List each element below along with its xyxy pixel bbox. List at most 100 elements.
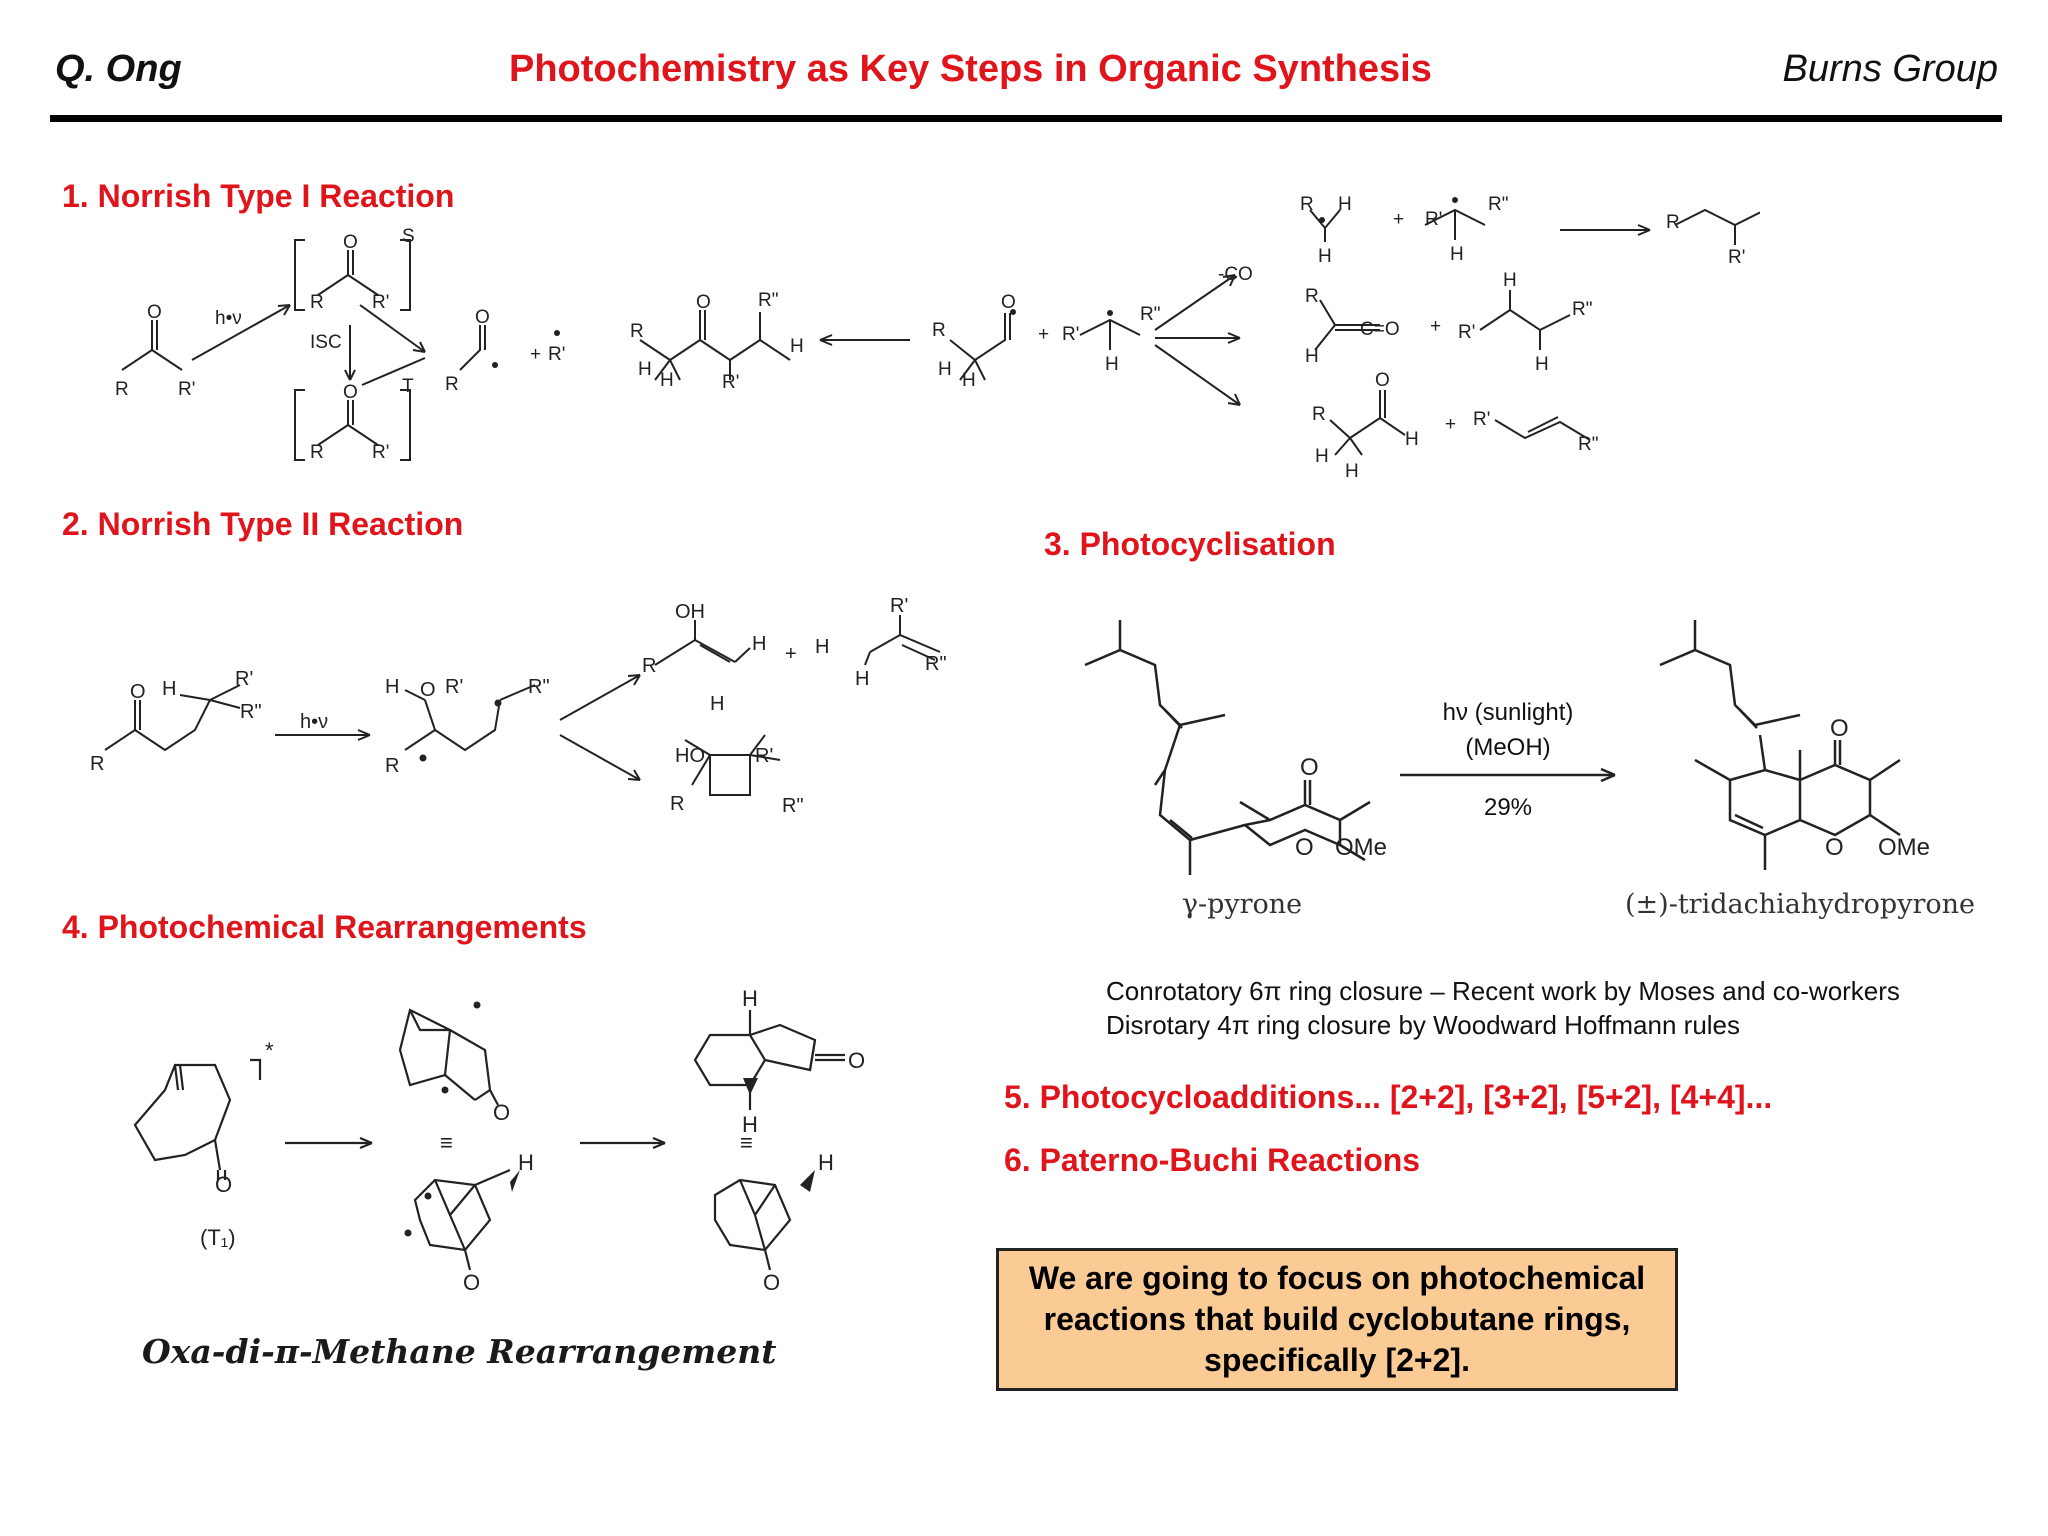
note-disrotary: Disrotary 4π ring closure by Woodward Ho…: [1106, 1010, 1741, 1040]
label-hv: h•ν: [300, 711, 328, 733]
oxa-di-pi-methane-caption: Oxa-di-π-Methane Rearrangement: [142, 1332, 777, 1371]
label-s1: S: [402, 226, 415, 247]
section-rearrangements-heading: 4. Photochemical Rearrangements: [62, 909, 587, 945]
label-o: O: [763, 1270, 780, 1295]
label-o: O: [147, 302, 162, 323]
label-o: O: [493, 1100, 510, 1125]
label-o: O: [475, 307, 490, 328]
label-isc: ISC: [310, 332, 342, 353]
label-h: H: [1318, 246, 1332, 267]
photocyclisation-scheme: O O OMe O O OMe hν (sunlight) (MeOH) 29%…: [1084, 620, 1975, 920]
oxa-di-pi-methane-scheme: O * (T₁) O ≡ H O H O H ≡ H O: [133, 986, 865, 1295]
label-ome: OMe: [1335, 834, 1387, 861]
slide-header: Q. Ong Photochemistry as Key Steps in Or…: [0, 0, 2048, 125]
label-r: R: [310, 292, 324, 313]
label-h: H: [815, 636, 829, 658]
label-h: H: [1450, 244, 1464, 265]
label-plus: +: [1445, 414, 1456, 435]
equivalent-sign: ≡: [440, 1130, 453, 1155]
norrish-type-1-scheme: R R' O h•ν O R R' S ISC O R R' T R O + R…: [115, 194, 1760, 482]
label-h: H: [1503, 270, 1517, 291]
author-name: Q. Ong: [55, 48, 182, 90]
label-ho: HO: [675, 745, 705, 767]
label-r1: R': [445, 676, 463, 698]
conditions-line-2: (MeOH): [1465, 734, 1550, 761]
label-h: H: [1305, 346, 1319, 367]
label-ome: OMe: [1878, 834, 1930, 861]
label-r: R: [1312, 404, 1326, 425]
t1-label: (T₁): [200, 1225, 236, 1250]
label-r1: R': [372, 292, 389, 313]
label-h: H: [162, 678, 176, 700]
label-r1: R': [1062, 324, 1079, 345]
label-r: R: [642, 655, 656, 677]
label-r: R: [1300, 194, 1314, 215]
label-o: O: [1825, 834, 1844, 861]
tridachiahydropyrone-label: (±)-tridachiahydropyrone: [1625, 889, 1975, 920]
label-h: H: [790, 336, 804, 357]
label-r2: R": [1140, 304, 1160, 325]
label-h: H: [1338, 194, 1352, 215]
label-oh: OH: [675, 601, 705, 623]
reaction-yield: 29%: [1484, 794, 1532, 821]
label-t1: T: [402, 376, 414, 397]
label-o: O: [463, 1270, 480, 1295]
label-r: R: [932, 320, 946, 341]
gamma-pyrone-label: γ-pyrone: [1182, 889, 1302, 920]
label-r1: R': [178, 379, 195, 400]
label-r1: R': [1473, 409, 1490, 430]
label-r1: R': [372, 442, 389, 463]
label-r2: R": [782, 795, 804, 817]
label-r: R: [115, 379, 129, 400]
section-norrish-1-heading: 1. Norrish Type I Reaction: [62, 178, 455, 214]
focus-callout-text: We are going to focus on photochemical r…: [1028, 1260, 1646, 1378]
label-h: H: [1535, 354, 1549, 375]
label-r: R: [670, 793, 684, 815]
focus-callout-box: We are going to focus on photochemical r…: [996, 1248, 1678, 1391]
conditions-line-1: hν (sunlight): [1443, 699, 1574, 726]
label-o: O: [130, 681, 146, 703]
t1-star: *: [265, 1038, 274, 1063]
equivalent-sign: ≡: [740, 1130, 753, 1155]
label-c-eq-o: C=O: [1360, 319, 1400, 340]
label-r: R: [385, 755, 399, 777]
label-o: O: [343, 232, 358, 253]
label-r1: R': [1425, 209, 1442, 230]
label-r2: R": [1488, 194, 1508, 215]
section-norrish-2-heading: 2. Norrish Type II Reaction: [62, 506, 464, 542]
group-name: Burns Group: [1782, 48, 1998, 90]
label-h: H: [1105, 354, 1119, 375]
label-o: O: [343, 382, 358, 403]
label-h: H: [752, 633, 766, 655]
header-rule: [50, 115, 2002, 122]
label-r: R: [1305, 286, 1319, 307]
label-h: H: [1315, 446, 1329, 467]
label-h: H: [742, 986, 758, 1011]
label-r1: R': [755, 745, 773, 767]
label-o: O: [1300, 754, 1319, 781]
label-h: H: [1405, 429, 1419, 450]
section-paterno-buchi-heading: 6. Paterno-Buchi Reactions: [1004, 1142, 1421, 1178]
label-h: H: [518, 1150, 534, 1175]
label-r1: R': [890, 595, 908, 617]
label-plus: +: [1430, 316, 1441, 337]
label-o: O: [1295, 834, 1314, 861]
label-o: O: [420, 679, 436, 701]
label-o: O: [696, 292, 711, 313]
label-h: H: [962, 370, 976, 391]
label-h: H: [938, 359, 952, 380]
section-photocycloadditions-heading: 5. Photocycloadditions... [2+2], [3+2], …: [1004, 1079, 1773, 1115]
norrish-type-2-scheme: R O H R' R" h•ν R O H R' R" OH R H H + H…: [90, 595, 947, 817]
label-r2: R": [1572, 299, 1592, 320]
label-plus: +: [785, 643, 797, 665]
label-r: R: [445, 374, 459, 395]
label-hv: h•ν: [215, 308, 242, 329]
label-h: H: [660, 370, 674, 391]
label-r: R: [1666, 212, 1680, 233]
label-plus: +: [1393, 209, 1404, 230]
label-o: O: [848, 1048, 865, 1073]
label-h: H: [1345, 461, 1359, 482]
label-o: O: [1830, 715, 1849, 742]
label-h: H: [855, 668, 869, 690]
label-r1: R': [1458, 322, 1475, 343]
